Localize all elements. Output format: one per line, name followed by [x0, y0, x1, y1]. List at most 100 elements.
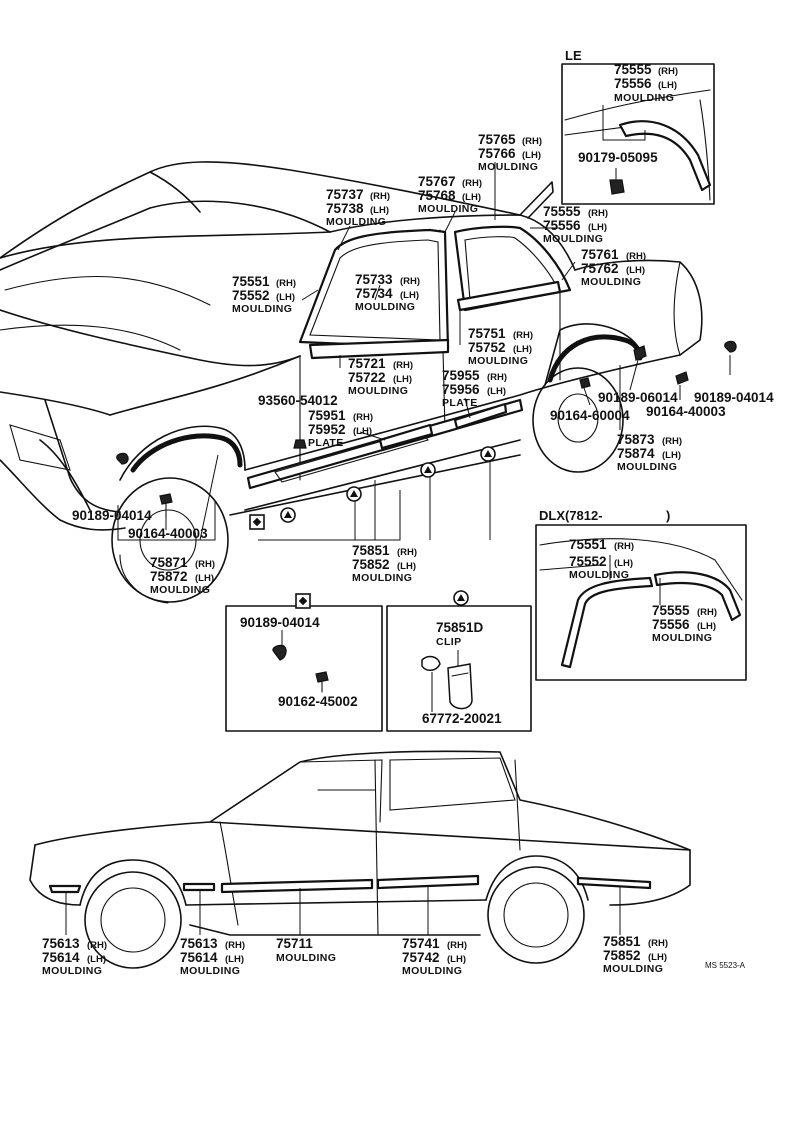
- svg-text:(LH): (LH): [462, 192, 481, 203]
- svg-text:): ): [666, 508, 670, 523]
- part-75711: 75711: [276, 936, 313, 951]
- svg-text:(LH): (LH): [370, 205, 389, 216]
- svg-text:(RH): (RH): [626, 251, 646, 262]
- car-three-quarter-view: [0, 161, 703, 604]
- part-75873: 75873: [617, 432, 655, 447]
- svg-text:(RH): (RH): [353, 412, 373, 423]
- part-75614-fender: 75614: [180, 950, 218, 965]
- svg-text:MOULDING: MOULDING: [276, 952, 336, 964]
- svg-text:MOULDING: MOULDING: [603, 963, 663, 975]
- clip-75851d: [447, 663, 473, 710]
- svg-text:MOULDING: MOULDING: [543, 233, 603, 245]
- part-75556: 75556: [543, 218, 581, 233]
- part-75613-front: 75613: [42, 936, 80, 951]
- rear-quarter-side-moulding: [576, 876, 652, 890]
- clip-90189-06014: [633, 345, 647, 361]
- grommet-67772: [421, 655, 441, 671]
- svg-text:(RH): (RH): [276, 278, 296, 289]
- screw-93560: [293, 439, 307, 449]
- le-quarter-moulding: [618, 120, 712, 192]
- screw-90164-60004: [579, 377, 591, 389]
- front-fender-moulding: [182, 882, 216, 892]
- rear-belt-moulding: [456, 280, 562, 312]
- part-90189-04014-rear: 90189-04014: [694, 390, 774, 405]
- pillar-plate: [378, 423, 434, 450]
- small-fasteners: [116, 340, 737, 519]
- part-75872: 75872: [150, 569, 188, 584]
- screw-90164-40003-rear: [675, 371, 689, 385]
- le-clip-90179: [609, 179, 625, 195]
- svg-text:MOULDING: MOULDING: [326, 216, 386, 228]
- svg-text:MOULDING: MOULDING: [614, 92, 674, 104]
- part-90164-60004: 90164-60004: [550, 408, 630, 423]
- part-75955: 75955: [442, 368, 480, 383]
- part-75874: 75874: [617, 446, 655, 461]
- clip-90189-04014-rear: [724, 340, 737, 353]
- assembly-symbols: [249, 446, 496, 530]
- part-75761: 75761: [581, 247, 619, 262]
- dlx-part-75552: 75552: [569, 554, 607, 569]
- svg-text:(RH): (RH): [195, 559, 215, 570]
- svg-text:(RH): (RH): [662, 436, 682, 447]
- part-93560-54012: 93560-54012: [258, 393, 338, 408]
- part-90164-40003-rear: 90164-40003: [646, 404, 726, 419]
- car-side-view: [29, 750, 691, 969]
- svg-text:(RH): (RH): [447, 940, 467, 951]
- callout-labels: LE 75555 (RH) 75556 (LH) MOULDING 90179-…: [42, 48, 774, 977]
- leader-lines: [117, 162, 731, 541]
- dlx-part-75555: 75555: [652, 603, 690, 618]
- svg-text:(RH): (RH): [393, 360, 413, 371]
- box-part-90189-04014: 90189-04014: [240, 615, 320, 630]
- svg-text:MOULDING: MOULDING: [355, 301, 415, 313]
- svg-text:(LH): (LH): [400, 290, 419, 301]
- svg-text:(RH): (RH): [513, 330, 533, 341]
- part-75852-rear: 75852: [603, 948, 641, 963]
- part-75768: 75768: [418, 188, 456, 203]
- rear-pillar-plate: [453, 402, 508, 430]
- svg-text:MOULDING: MOULDING: [418, 203, 478, 215]
- part-75766: 75766: [478, 146, 516, 161]
- dlx-inset: [535, 524, 747, 681]
- part-75851: 75851: [352, 543, 390, 558]
- svg-text:MOULDING: MOULDING: [569, 569, 629, 581]
- screw-90164-40003-front: [159, 493, 173, 505]
- rear-wheel-arch-moulding: [547, 334, 643, 383]
- svg-text:(RH): (RH): [697, 607, 717, 618]
- triangle-detail-box: [386, 590, 532, 732]
- part-75741: 75741: [402, 936, 440, 951]
- front-bumper-moulding: [48, 884, 82, 894]
- svg-text:MOULDING: MOULDING: [348, 385, 408, 397]
- part-75765: 75765: [478, 132, 516, 147]
- svg-text:(LH): (LH): [225, 954, 244, 965]
- part-75734: 75734: [355, 286, 393, 301]
- dlx-part-75551: 75551: [569, 537, 607, 552]
- dlx-rear-moulding: [653, 571, 742, 622]
- svg-text:(RH): (RH): [648, 938, 668, 949]
- svg-text:(LH): (LH): [447, 954, 466, 965]
- svg-text:(LH): (LH): [393, 374, 412, 385]
- svg-text:MOULDING: MOULDING: [478, 161, 538, 173]
- svg-text:(LH): (LH): [353, 426, 372, 437]
- part-75762: 75762: [581, 261, 619, 276]
- svg-text:(RH): (RH): [87, 940, 107, 951]
- svg-text:CLIP: CLIP: [436, 636, 462, 648]
- square-detail-box: [225, 593, 383, 732]
- svg-text:(LH): (LH): [648, 952, 667, 963]
- part-75851-rear: 75851: [603, 934, 641, 949]
- dlx-inset-box: [535, 524, 747, 681]
- svg-text:(LH): (LH): [697, 621, 716, 632]
- svg-text:(LH): (LH): [513, 344, 532, 355]
- front-door-side-moulding: [220, 878, 374, 894]
- svg-text:(LH): (LH): [522, 150, 541, 161]
- front-door-window-frame: [298, 228, 450, 350]
- svg-text:(LH): (LH): [87, 954, 106, 965]
- clip-90189-04014-detail: [272, 644, 287, 661]
- part-75552: 75552: [232, 288, 270, 303]
- part-75551: 75551: [232, 274, 270, 289]
- svg-text:MOULDING: MOULDING: [468, 355, 528, 367]
- part-75871: 75871: [150, 555, 188, 570]
- part-75613-fender: 75613: [180, 936, 218, 951]
- svg-text:(LH): (LH): [397, 561, 416, 572]
